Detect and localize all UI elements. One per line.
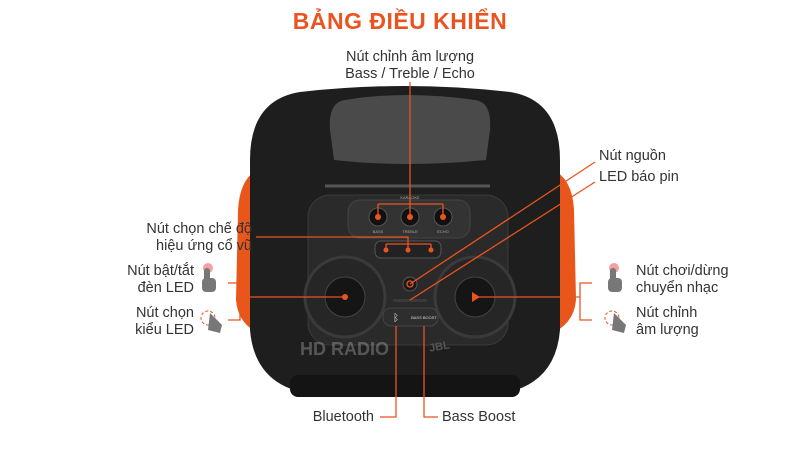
volume-knobs-label: Nút chỉnh âm lượng Bass / Treble / Echo xyxy=(310,49,510,83)
bottom-buttons xyxy=(382,307,439,327)
power-label: Nút nguồn xyxy=(599,148,666,164)
tap-hand-icon-right xyxy=(608,263,622,292)
rotate-hand-icon-left xyxy=(200,310,222,333)
cheer-effect-label: Nút chọn chế độ hiệu ứng cổ vũ xyxy=(40,221,252,255)
callout-lines xyxy=(228,82,596,418)
label-line: đèn LED xyxy=(137,280,194,296)
page-title: BẢNG ĐIỀU KHIỂN xyxy=(292,8,508,34)
speaker-base xyxy=(290,375,520,397)
label-line: Nút chỉnh xyxy=(636,305,698,321)
label-line: chuyển nhạc xyxy=(636,280,719,296)
label-line: Bass / Treble / Echo xyxy=(345,66,475,82)
label-line: Nút chỉnh âm lượng xyxy=(345,49,475,65)
treble-marking: TREBLE xyxy=(402,229,418,234)
led-toggle-label: Nút bật/tắt đèn LED xyxy=(60,263,194,297)
label-line: Nút chơi/dừng xyxy=(636,263,729,279)
volume-label: Nút chỉnh âm lượng xyxy=(636,305,699,339)
bass-boost-label: Bass Boost xyxy=(442,409,516,425)
bass-marking: BASS xyxy=(373,229,384,234)
watermark: HD RADIO xyxy=(300,339,389,359)
battery-led xyxy=(393,299,427,302)
label-line: Nút chọn xyxy=(135,305,194,321)
led-mode-label: Nút chọn kiểu LED xyxy=(60,305,194,339)
jbl-logo: JBL xyxy=(428,339,451,354)
label-line: Nút chọn chế độ xyxy=(146,221,252,237)
bass-boost-marking[interactable]: BASS BOOST xyxy=(411,315,437,320)
label-line: kiểu LED xyxy=(135,322,194,338)
rotate-hand-icon-right xyxy=(604,310,626,333)
label-line: âm lượng xyxy=(636,322,699,338)
label-line: hiệu ứng cổ vũ xyxy=(156,238,252,254)
bluetooth-label: Bluetooth xyxy=(312,409,374,425)
play-pause-label: Nút chơi/dừng chuyển nhạc xyxy=(636,263,729,297)
battery-led-label: LED báo pin xyxy=(599,169,679,185)
bluetooth-icon[interactable]: ᛒ xyxy=(393,313,399,324)
echo-marking: ECHO xyxy=(437,229,449,234)
tap-hand-icon-left xyxy=(202,263,216,292)
label-line: Nút bật/tắt xyxy=(127,263,194,279)
